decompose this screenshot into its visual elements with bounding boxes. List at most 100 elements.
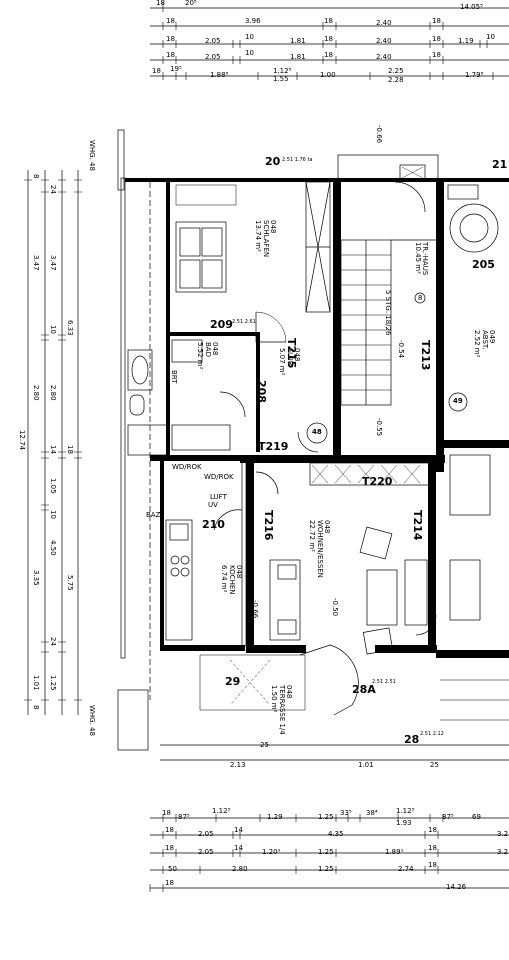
dim-label: 14 bbox=[234, 826, 243, 834]
dim-label: 18 bbox=[156, 0, 165, 7]
room-name: BAD bbox=[203, 342, 212, 357]
room-name: TR.-HAUS bbox=[421, 242, 429, 276]
dim-label: 10 bbox=[49, 325, 57, 334]
dim-label: 2.25 bbox=[388, 67, 404, 75]
room-area: 1.50 m² bbox=[270, 685, 279, 713]
dim-label: 87⁵ bbox=[178, 813, 190, 821]
room-number-t219: T219 bbox=[258, 440, 289, 453]
room-code: 048 bbox=[285, 685, 293, 699]
dim-label: 1.19 bbox=[458, 37, 474, 45]
room-number: 20 bbox=[265, 155, 281, 168]
dim-label: 3.2 bbox=[497, 830, 509, 838]
dim-label: 87⁵ bbox=[442, 813, 454, 821]
room-number-t220: T220 bbox=[362, 475, 393, 488]
room-t214-wohnen-essen: 048 WOHNEN/ESSEN 22.72 m² bbox=[308, 520, 331, 578]
dim-label: 1.00 bbox=[320, 71, 336, 79]
dim-label: 18 bbox=[165, 826, 174, 834]
dim-label: 1.25 bbox=[318, 865, 334, 873]
dim-label: 18 bbox=[428, 826, 437, 834]
dim-label: 18 bbox=[152, 67, 161, 75]
room-code: 048 bbox=[323, 520, 331, 534]
room-area: 13.74 m² bbox=[254, 220, 263, 252]
dim-label: 19⁵ bbox=[170, 65, 182, 73]
dim-label: 2.74 bbox=[398, 865, 414, 873]
dim-label: 1.79⁵ bbox=[465, 71, 484, 79]
unit-marker: 8 bbox=[418, 294, 423, 302]
dim-label: 3.2 bbox=[497, 848, 509, 856]
room-t213-treppenhaus: TR.-HAUS 10.45 m² bbox=[413, 242, 429, 276]
dim-label: 2.05 bbox=[198, 848, 214, 856]
dim-label: 2.80 bbox=[49, 385, 57, 401]
dim-label: 4.50 bbox=[49, 540, 57, 556]
dim-label: 3.47 bbox=[32, 255, 40, 271]
dim-label: 3.35 bbox=[32, 570, 40, 586]
room-code: 048 bbox=[211, 342, 219, 356]
room-name: ABST. bbox=[480, 330, 489, 350]
dim-label: 2.80 bbox=[232, 865, 248, 873]
dim-label: 1.25 bbox=[318, 848, 334, 856]
dim-label: 10 bbox=[245, 33, 254, 41]
dim-label: 5.75 bbox=[66, 575, 74, 591]
room-code: 049 bbox=[488, 330, 496, 344]
dim-label: 1.93 bbox=[396, 819, 412, 827]
room-area: 2.52 m² bbox=[473, 330, 482, 358]
dim-total: 14.26 bbox=[446, 883, 467, 891]
dim-label: 2.28 bbox=[388, 76, 404, 84]
dim-label: 18 bbox=[165, 844, 174, 852]
room-number: 21 bbox=[492, 158, 508, 171]
dim-label: 2.80 bbox=[32, 385, 40, 401]
dim-label: 69 bbox=[472, 813, 481, 821]
room-name: SCHLAFEN bbox=[261, 220, 270, 258]
room-209-schlafen: 048 SCHLAFEN 13.74 m² bbox=[254, 220, 277, 258]
room-number-t213: T213 bbox=[419, 340, 432, 371]
dim-label: 3.96 bbox=[245, 17, 261, 25]
room-number-208: 208 bbox=[255, 380, 268, 403]
dim-label: 2.13 bbox=[230, 761, 246, 769]
room-208-bad: 048 BAD 5.52 m² bbox=[196, 342, 219, 370]
dim-label: 1.01 bbox=[358, 761, 374, 769]
dim-label: 24 bbox=[49, 637, 57, 646]
room-area: 22.72 m² bbox=[308, 520, 317, 552]
dim-label: 2.05 bbox=[198, 830, 214, 838]
dim-label: 1.81 bbox=[290, 37, 306, 45]
dim-label: 18 bbox=[66, 445, 74, 454]
room-number-t214: T214 bbox=[411, 510, 424, 541]
room-number-28a: 28A bbox=[352, 683, 376, 696]
room-number-209: 209 bbox=[210, 318, 233, 331]
room-210-kochen: 048 KOCHEN 6.74 m² bbox=[220, 565, 243, 595]
dim-label: 14 bbox=[49, 445, 57, 454]
room-area: 10.45 m² bbox=[413, 242, 422, 274]
misc-label: BRT bbox=[170, 370, 178, 384]
room-number-205: 205 bbox=[472, 258, 495, 271]
dim-label: 1.25 bbox=[318, 813, 334, 821]
dim-label: 33⁵ bbox=[340, 809, 352, 817]
dim-label: 18 bbox=[166, 35, 175, 43]
dim-label: 2.40 bbox=[376, 19, 392, 27]
dim-label: 25 bbox=[260, 741, 269, 749]
room-049-abstellraum: 049 ABST. 2.52 m² bbox=[473, 330, 496, 358]
room-area: 6.74 m² bbox=[220, 565, 229, 593]
room-name: TERRASSE 1/4 bbox=[277, 685, 286, 735]
misc-label: LUFT bbox=[210, 493, 227, 501]
dim-label: 6.33 bbox=[66, 320, 74, 336]
room-number-29: 29 bbox=[225, 675, 241, 688]
dim-label: 18 bbox=[166, 17, 175, 25]
level-label: -0.50 bbox=[331, 598, 339, 617]
level-label: -0.55 bbox=[375, 418, 383, 437]
dim-label: 1.88⁵ bbox=[210, 71, 229, 79]
dim-label: 2.05 bbox=[205, 37, 221, 45]
room-name: WOHNEN/ESSEN bbox=[315, 520, 324, 578]
dim-label: 1.89¹ bbox=[385, 848, 404, 856]
dim-label: 2.40 bbox=[376, 37, 392, 45]
unit-marker-49: 49 bbox=[453, 397, 463, 405]
misc-label: UV bbox=[208, 501, 218, 509]
dim-label: 1.81 bbox=[290, 53, 306, 61]
room-area: 5.52 m² bbox=[196, 342, 205, 370]
dim-label: 25 bbox=[430, 761, 439, 769]
dim-label: 1.25 bbox=[49, 675, 57, 691]
dim-label: 20⁵ bbox=[185, 0, 197, 7]
room-number-210: 210 bbox=[202, 518, 225, 531]
apartment-label: WHG. 48 bbox=[88, 140, 96, 171]
dim-label: 24 bbox=[49, 185, 57, 194]
